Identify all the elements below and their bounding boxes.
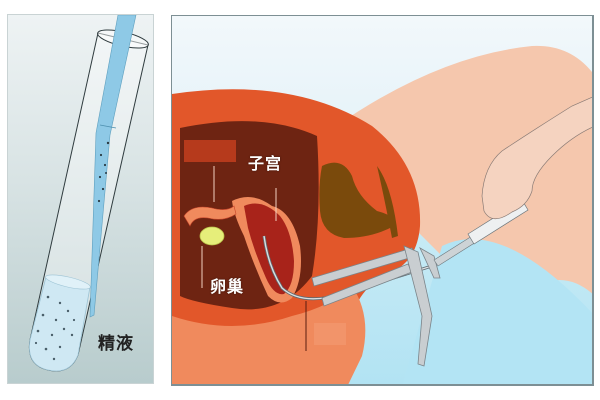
semen-label: 精液 [98,334,134,354]
pipette-icon [89,15,137,318]
bladder-icon [319,162,395,238]
fallopian-tube-icon [183,205,237,227]
test-tube-illustration [28,15,149,372]
redacted-label-box [314,323,346,345]
anatomy-illustration [172,45,592,384]
uterus-icon [244,203,294,295]
insemination-diagram-panel: 子宫 卵巢 [171,15,594,386]
ovary-label: 卵巢 [210,277,245,296]
semen-liquid-icon [29,276,91,372]
semen-tube-panel: 精液 [7,14,154,384]
ovary-icon [199,226,225,246]
redacted-label-box [184,140,236,162]
thigh-skin-icon [322,45,592,316]
hand-icon [481,96,592,220]
uterus-label: 子宫 [248,154,283,173]
